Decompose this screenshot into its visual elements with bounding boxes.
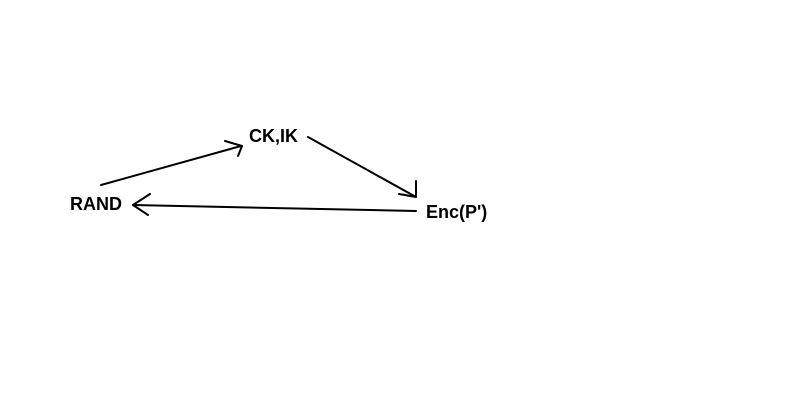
arrowhead [398,180,417,198]
edge-line [100,145,242,186]
node-ck-ik: CK,IK [249,126,298,146]
edge-rand-to-ckik [100,140,243,186]
node-enc-p: Enc(P') [426,202,488,222]
arrowhead [132,193,151,216]
arrowhead [224,140,243,157]
edge-enc-to-rand [132,193,417,216]
edge-line [307,136,417,198]
edge-ckik-to-enc [307,136,417,198]
edge-line [132,204,417,212]
node-rand: RAND [70,194,122,214]
